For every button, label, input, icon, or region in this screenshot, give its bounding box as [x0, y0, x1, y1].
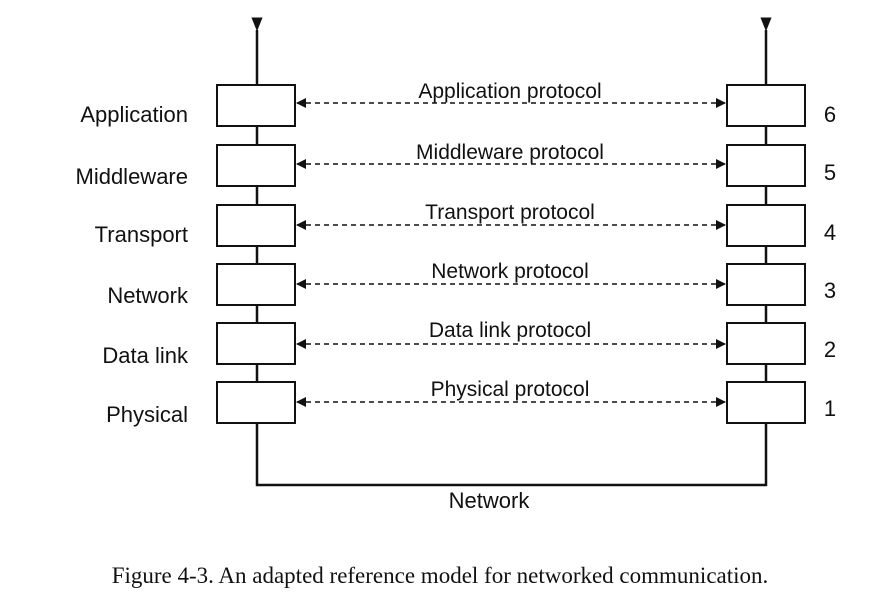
- protocol-label: Application protocol: [418, 80, 601, 103]
- layer-label: Physical: [106, 402, 188, 427]
- left-box: [216, 204, 296, 247]
- layer-number: 2: [824, 337, 836, 362]
- layer-physical: Physical Physical protocol 1: [106, 378, 836, 427]
- layer-label: Application: [80, 102, 188, 127]
- left-box: [216, 263, 296, 306]
- protocol-label: Transport protocol: [425, 201, 595, 224]
- right-box: [726, 144, 806, 187]
- layer-label: Transport: [95, 222, 188, 247]
- layer-label: Data link: [102, 343, 189, 368]
- layer-number: 3: [824, 278, 836, 303]
- protocol-label: Middleware protocol: [416, 141, 604, 164]
- layer-number: 1: [824, 396, 836, 421]
- left-box: [216, 322, 296, 365]
- layer-network: Network Network protocol 3: [107, 260, 836, 308]
- right-box: [726, 263, 806, 306]
- protocol-label: Data link protocol: [429, 319, 591, 342]
- layer-number: 6: [824, 102, 836, 127]
- layer-middleware: Middleware Middleware protocol 5: [76, 141, 837, 189]
- layer-application: Application Application protocol 6: [80, 80, 836, 127]
- left-box: [216, 381, 296, 424]
- layer-number: 4: [824, 220, 836, 245]
- right-box: [726, 322, 806, 365]
- right-box: [726, 84, 806, 127]
- layer-label: Network: [107, 283, 189, 308]
- protocol-label: Physical protocol: [431, 378, 590, 401]
- layer-data-link: Data link Data link protocol 2: [102, 319, 836, 368]
- right-box: [726, 381, 806, 424]
- protocol-label: Network protocol: [431, 260, 589, 283]
- layer-number: 5: [824, 160, 836, 185]
- left-box: [216, 144, 296, 187]
- left-box: [216, 84, 296, 127]
- figure-caption: Figure 4-3. An adapted reference model f…: [112, 563, 769, 588]
- layer-transport: Transport Transport protocol 4: [95, 201, 836, 247]
- layer-label: Middleware: [76, 164, 189, 189]
- right-box: [726, 204, 806, 247]
- network-label: Network: [449, 488, 531, 513]
